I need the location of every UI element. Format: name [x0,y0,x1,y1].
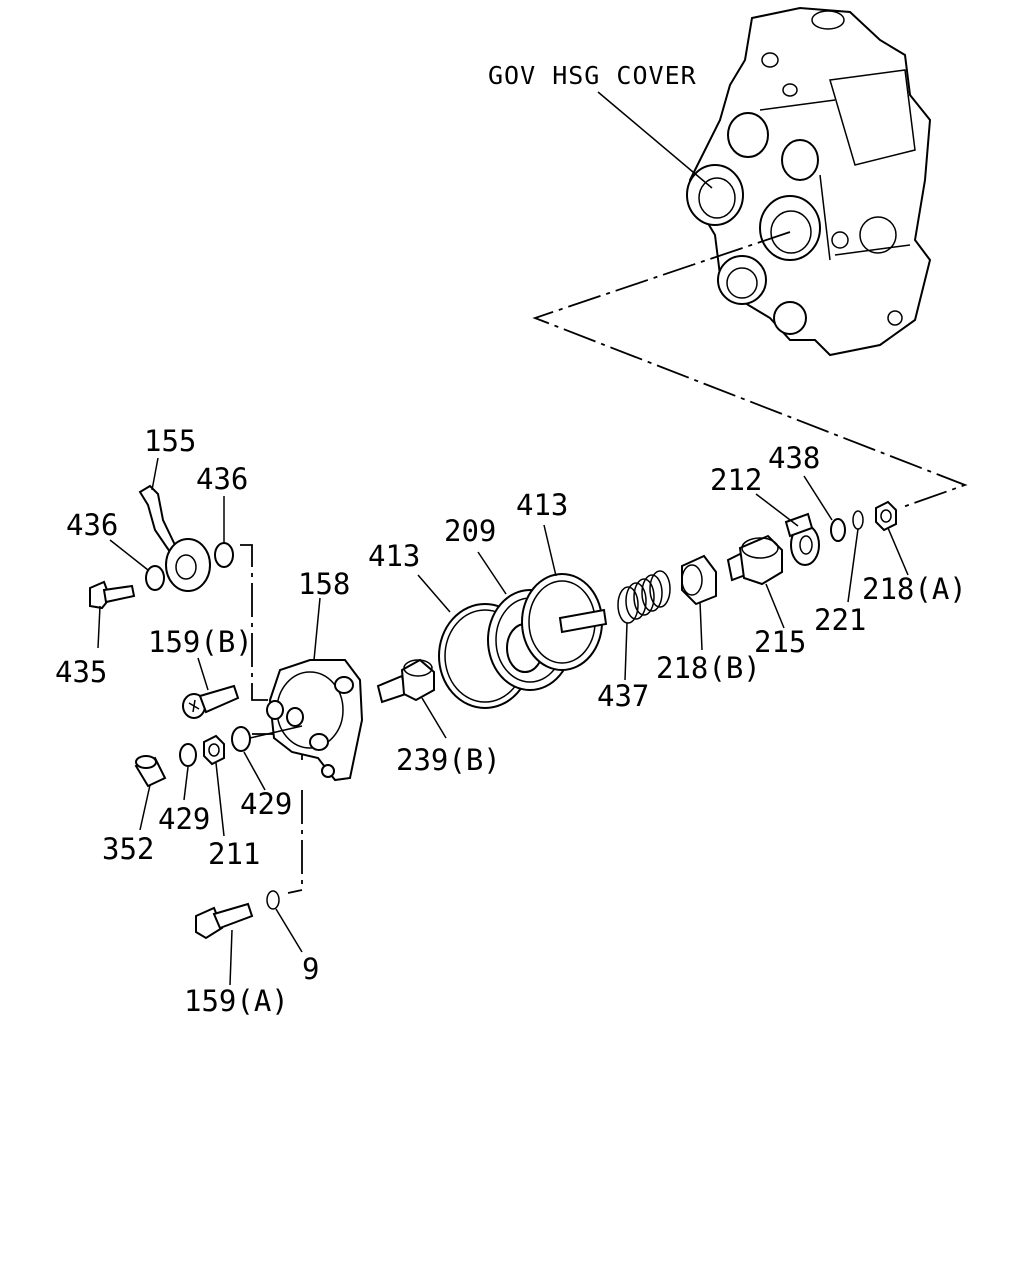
part-429-washer-b [231,726,251,752]
label-437: 437 [597,679,649,713]
part-218b-seat [681,554,717,606]
label-239b: 239(B) [396,743,501,777]
label-435: 435 [55,655,107,689]
label-159b: 159(B) [148,625,253,659]
housing-title: GOV HSG COVER [488,61,697,90]
label-438: 438 [768,441,820,475]
label-429-b: 429 [240,787,292,821]
label-212: 212 [710,463,762,497]
part-155-banjo-pipe [138,484,211,592]
part-221-snap-ring [852,510,864,530]
part-159b-screw [182,684,240,719]
part-438-washer [830,518,846,542]
leader-lines [97,457,909,986]
label-9: 9 [302,952,319,986]
part-215-adjuster [726,534,783,586]
part-436-washer-a [145,565,165,591]
label-436-a: 436 [66,508,118,542]
label-211: 211 [208,837,260,871]
part-436-washer-b [214,542,234,568]
label-429-a: 429 [158,802,210,836]
part-437-spring [617,570,671,624]
part-9-snap-ring [266,890,280,910]
label-221: 221 [814,603,866,637]
part-239b-piston [376,658,435,704]
label-159a: 159(A) [184,984,289,1018]
label-209: 209 [444,514,496,548]
governor-housing-cover [686,6,932,357]
part-413-oring-b [521,573,608,671]
part-159a-bolt [195,902,254,940]
part-158-cover [266,659,364,782]
part-218a-nut [875,500,897,532]
label-215: 215 [754,625,806,659]
label-352: 352 [102,832,154,866]
label-413-b: 413 [516,488,568,522]
part-labels: 155 436 436 435 158 159(B) 352 429 211 4… [55,424,967,1018]
label-155: 155 [144,424,196,458]
part-435-bolt [89,580,136,610]
label-413-a: 413 [368,539,420,573]
label-218a: 218(A) [862,572,967,606]
part-211-nut [203,734,225,766]
label-158: 158 [298,567,350,601]
label-436-b: 436 [196,462,248,496]
label-218b: 218(B) [656,651,761,685]
part-212-lock-plate [784,512,820,566]
part-429-washer-a [179,743,197,767]
part-352-cap [134,755,167,788]
